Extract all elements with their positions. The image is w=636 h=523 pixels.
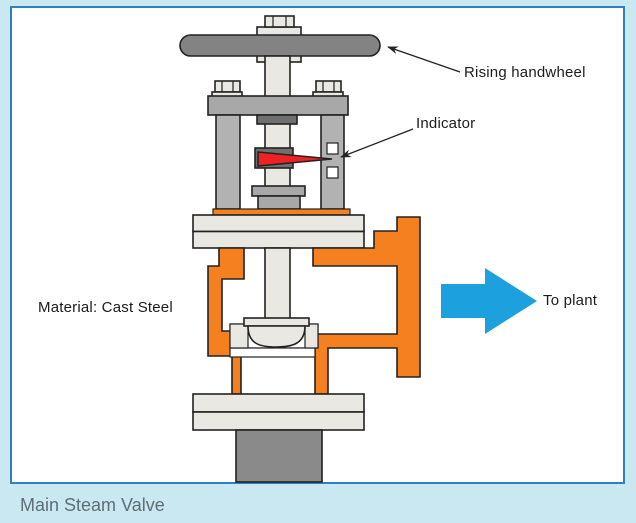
stem-top-nut-facets (272, 16, 287, 27)
yoke-bolt-left (214, 80, 241, 93)
bottom-flange-top (192, 393, 365, 413)
stem-upper (264, 55, 291, 98)
bonnet-flange-top (192, 214, 365, 233)
stem-collar (256, 114, 298, 125)
rising-handwheel (179, 34, 381, 57)
yoke-bolt-right (315, 80, 342, 93)
bonnet-gasket (212, 208, 351, 216)
indicator-label: Indicator (416, 115, 476, 132)
indicator-scale-mark-bottom (326, 166, 339, 179)
to-plant-label: To plant (543, 292, 598, 309)
rising-handwheel-pointer-line (387, 46, 461, 73)
seat-chamber-lower (229, 347, 316, 358)
gland-flange (251, 185, 306, 197)
indicator-pointer (257, 151, 333, 167)
yoke-bar (207, 95, 349, 116)
indicator-pointer-line (340, 128, 414, 158)
stem-top-nut (264, 15, 295, 28)
seat-ring-left (229, 323, 249, 349)
yoke-bolt-left-facets (221, 81, 234, 92)
material-label: Material: Cast Steel (38, 299, 173, 316)
valve-disc (247, 325, 306, 348)
bonnet-flange-bottom (192, 230, 365, 249)
body-left-wall (207, 247, 245, 395)
indicator-scale-mark-top (326, 142, 339, 155)
disc-holder (243, 317, 310, 327)
yoke-pillar-left (215, 114, 241, 210)
flow-arrow (441, 268, 537, 334)
inlet-stub (235, 429, 323, 483)
yoke-pillar-right (320, 114, 345, 210)
yoke-bolt-right-facets (322, 81, 335, 92)
figure-caption: Main Steam Valve (20, 495, 165, 515)
gland-block (257, 195, 301, 210)
rising-handwheel-label: Rising handwheel (464, 64, 586, 81)
seat-ring-right (304, 323, 319, 349)
stem-lower (264, 247, 291, 321)
bottom-flange-bottom (192, 411, 365, 431)
